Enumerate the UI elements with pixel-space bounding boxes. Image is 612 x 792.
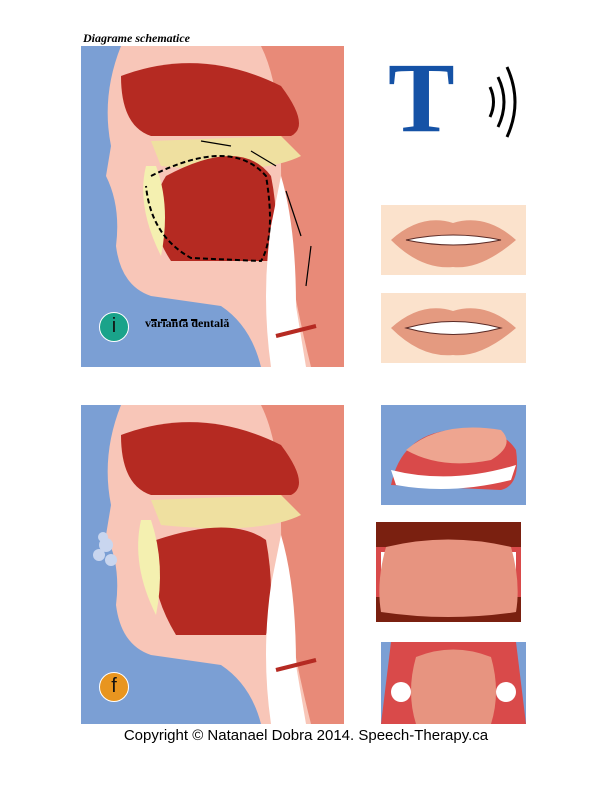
- sound-waves-icon: [488, 66, 517, 138]
- legend-dental-variant: variantă dentală: [145, 316, 230, 330]
- lips-image-1: [381, 205, 526, 275]
- tongue-teeth-image: [381, 405, 526, 505]
- copyright-notice: Copyright © Natanael Dobra 2014. Speech-…: [123, 727, 489, 744]
- lips-image-2: [381, 293, 526, 363]
- articulation-diagram-top: [81, 46, 344, 367]
- variant-badge-i: i: [99, 312, 129, 342]
- palate-tongue-image: [381, 642, 526, 724]
- articulation-diagram-bottom: [81, 405, 344, 724]
- letter-t-logo: T: [388, 42, 455, 153]
- tongue-front-image: [376, 522, 521, 622]
- variant-badge-f: f: [99, 672, 129, 702]
- section-title: Diagrame schematice: [83, 31, 190, 45]
